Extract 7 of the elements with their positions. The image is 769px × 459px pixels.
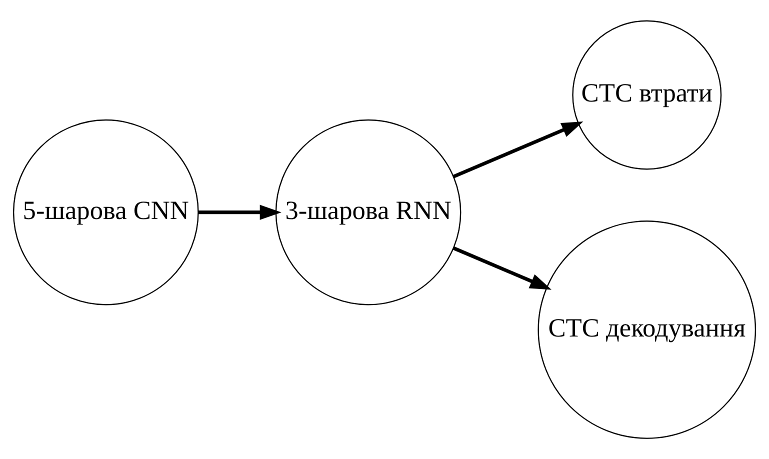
node-circle: 3-шарова RNN	[275, 119, 462, 306]
arrow	[452, 246, 552, 290]
arrow	[198, 204, 282, 220]
node-circle: 5-шарова CNN	[12, 119, 199, 306]
arrow	[452, 122, 584, 178]
node-circle: CTC декодування	[538, 220, 756, 439]
node-circle: CTC втрати	[572, 20, 722, 170]
